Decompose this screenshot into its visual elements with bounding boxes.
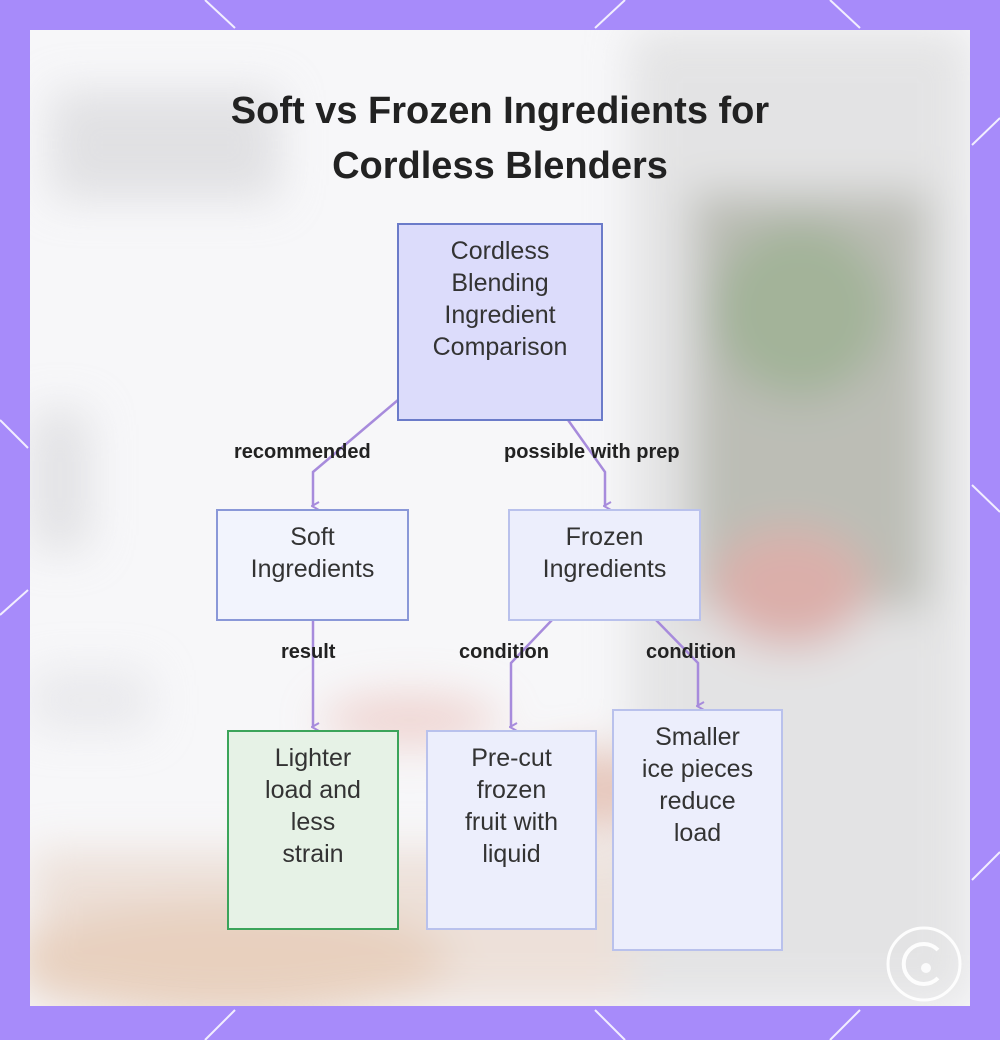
root-node: Cordless Blending Ingredient Comparison <box>397 223 603 421</box>
precut-node-line-4: liquid <box>482 840 541 868</box>
lighter-node-line-4: strain <box>282 840 344 868</box>
lighter-node-line-1: Lighter <box>274 744 352 772</box>
precut-node-line-1: Pre-cut <box>471 744 552 772</box>
edge-frozen-to-precut <box>511 619 553 727</box>
frozen-node-line-2: Ingredients <box>542 555 667 583</box>
edge-label-recommended: recommended <box>234 441 371 463</box>
soft-node-line-2: Ingredients <box>250 555 375 583</box>
smaller-node-line-4: load <box>673 819 722 847</box>
edge-label-condition-left: condition <box>459 641 549 663</box>
title-line-1: Soft vs Frozen Ingredients for <box>230 90 770 132</box>
smaller-node-line-2: ice pieces <box>641 755 754 783</box>
circular-c-logo-icon <box>886 926 962 1002</box>
frozen-ingredients-node: Frozen Ingredients <box>508 509 701 621</box>
root-node-line-2: Blending <box>451 269 549 297</box>
edge-label-result: result <box>281 641 336 663</box>
lighter-node-line-3: less <box>290 808 336 836</box>
precut-node-line-2: frozen <box>476 776 547 804</box>
edge-label-possible-with-prep: possible with prep <box>504 441 680 463</box>
edge-frozen-to-smaller <box>655 619 698 706</box>
edge-root-to-soft <box>313 399 399 506</box>
soft-node-line-1: Soft <box>290 523 335 551</box>
diagram-edges <box>30 399 970 1006</box>
frozen-node-line-1: Frozen <box>565 523 644 551</box>
smaller-node-line-3: reduce <box>659 787 736 815</box>
precut-frozen-fruit-node: Pre-cut frozen fruit with liquid <box>426 730 597 930</box>
root-node-line-1: Cordless <box>450 237 550 265</box>
title-line-2: Cordless Blenders <box>332 145 668 187</box>
smaller-ice-pieces-node: Smaller ice pieces reduce load <box>612 709 783 951</box>
root-node-line-4: Comparison <box>432 333 568 361</box>
smaller-node-line-1: Smaller <box>655 723 740 751</box>
edge-root-to-frozen <box>566 419 605 506</box>
root-node-line-3: Ingredient <box>444 301 556 329</box>
diagram-title: Soft vs Frozen Ingredients for Cordless … <box>30 84 970 194</box>
soft-ingredients-node: Soft Ingredients <box>216 509 409 621</box>
precut-node-line-3: fruit with <box>464 808 559 836</box>
lighter-load-node: Lighter load and less strain <box>227 730 399 930</box>
diagram-panel: Soft vs Frozen Ingredients for Cordless … <box>30 30 970 1006</box>
edge-label-condition-right: condition <box>646 641 736 663</box>
lighter-node-line-2: load and <box>265 776 361 804</box>
